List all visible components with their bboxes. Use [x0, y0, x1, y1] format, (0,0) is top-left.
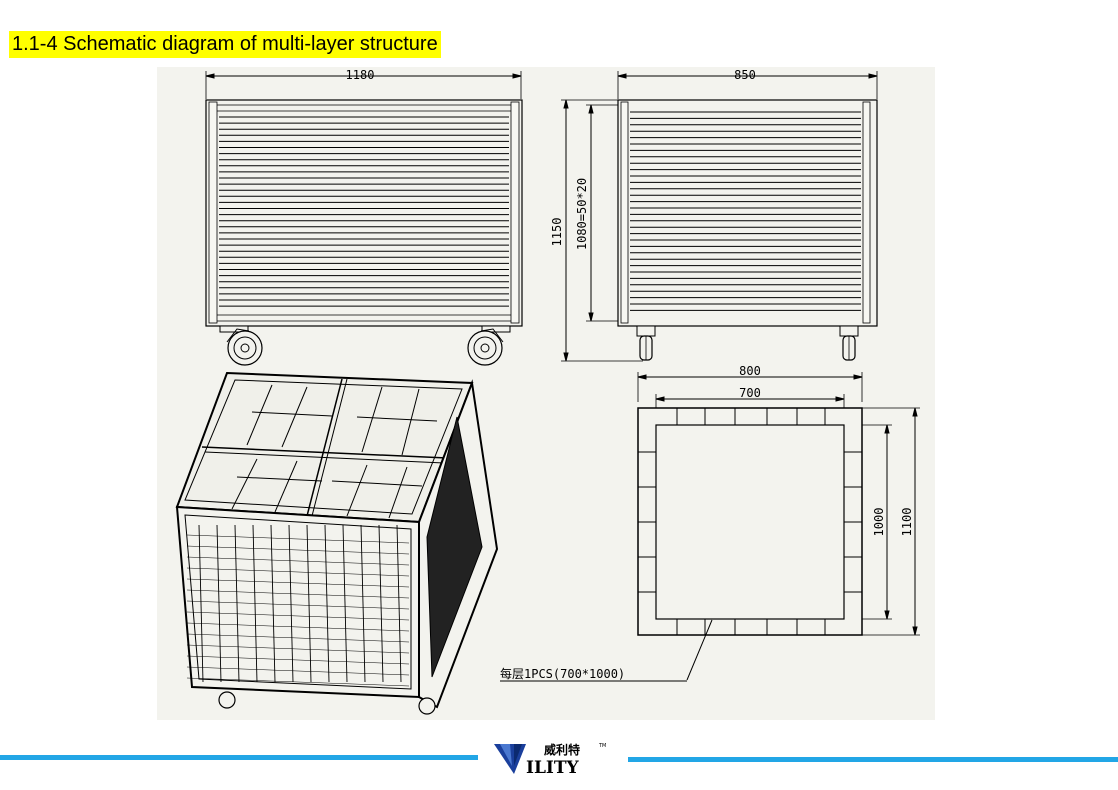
- logo-tm: TM: [598, 743, 606, 749]
- caster-left: [219, 325, 263, 366]
- footer-divider-right: [628, 757, 1118, 762]
- dim-overall-height: 1150: [550, 218, 564, 247]
- dim-front-width: 1180: [346, 68, 375, 82]
- dim-side-width: 850: [734, 68, 756, 82]
- isometric-view: [175, 371, 499, 715]
- top-view: [637, 372, 920, 681]
- page-title: 1.1-4 Schematic diagram of multi-layer s…: [9, 31, 441, 58]
- dim-top-inner-width: 700: [739, 386, 761, 400]
- caster-side-left: [636, 325, 656, 361]
- company-logo: 威利特 TM ILITY: [492, 736, 612, 780]
- footer-divider-left: [0, 755, 478, 760]
- side-view: [561, 71, 878, 362]
- front-view: [205, 71, 523, 366]
- logo-cn-text: 威利特: [544, 742, 580, 757]
- dim-layer-pitch: 1080=50*20: [575, 178, 589, 250]
- dim-top-outer-depth: 1100: [900, 508, 914, 537]
- technical-drawing: 1180 8: [157, 67, 935, 720]
- caster-right: [467, 325, 511, 366]
- dim-top-inner-depth: 1000: [872, 508, 886, 537]
- dim-top-outer-width: 800: [739, 364, 761, 378]
- layer-note: 每层1PCS(700*1000): [500, 666, 625, 681]
- caster-side-right: [839, 325, 859, 361]
- logo-en-text: ILITY: [526, 758, 580, 778]
